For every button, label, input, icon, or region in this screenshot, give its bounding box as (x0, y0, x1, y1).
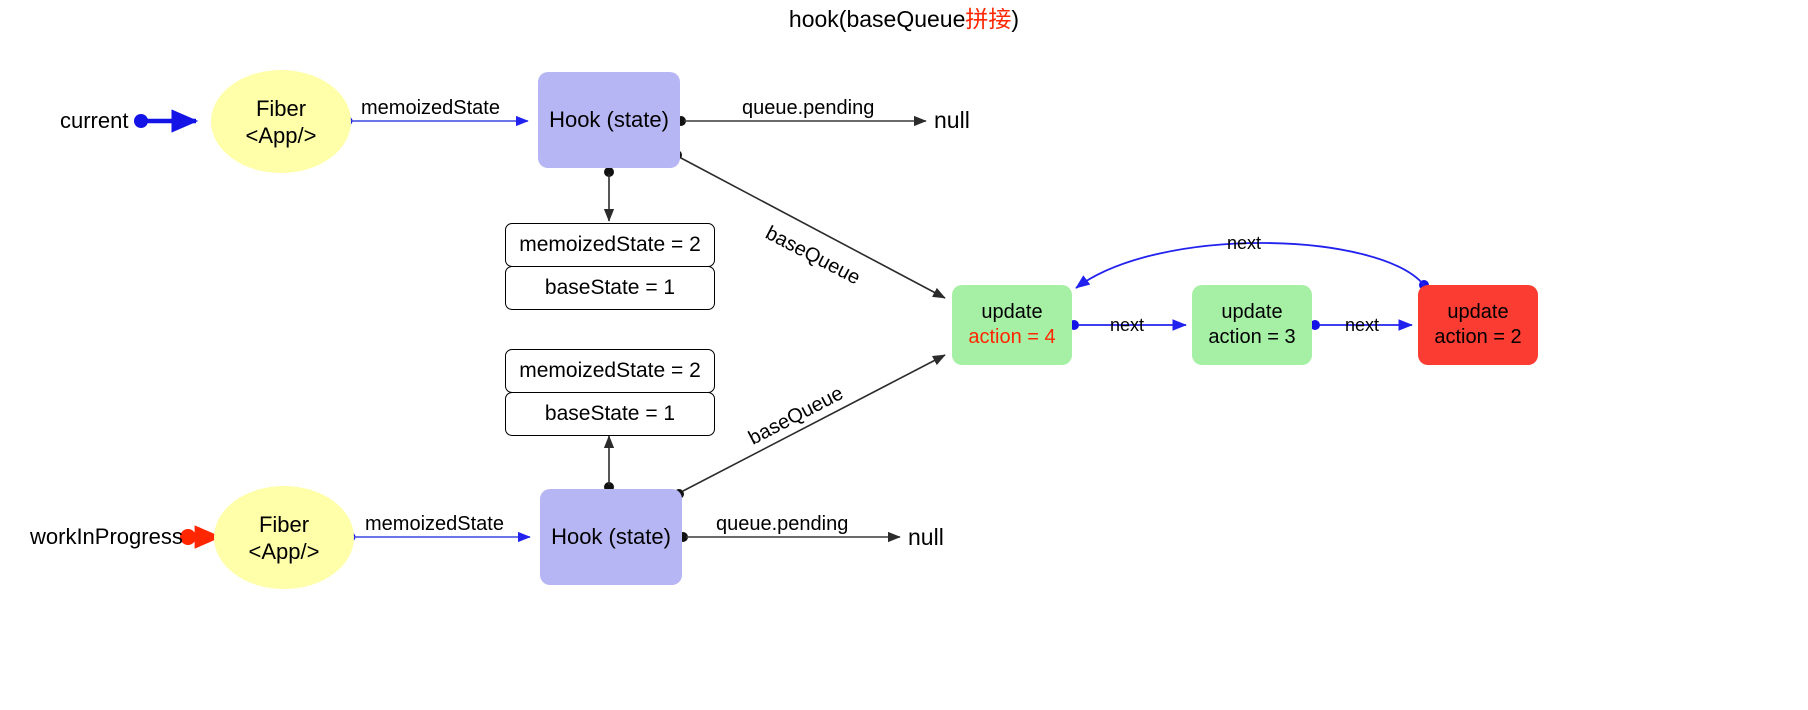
state-row-basestate: baseState = 1 (505, 266, 715, 310)
title-chinese: 拼接 (965, 6, 1012, 32)
update-node-1: update action = 3 (1192, 285, 1312, 365)
edge-label-next-0: next (1110, 315, 1145, 335)
update-action: action = 2 (1434, 326, 1522, 348)
workinprogress-source-label: workInProgress (30, 524, 183, 549)
state-row-basestate: baseState = 1 (505, 392, 715, 436)
state-row-memoizedstate: memoizedState = 2 (505, 349, 715, 393)
fiber-label-line1: Fiber (255, 95, 307, 121)
edge-label-queuepending-current: queue.pending (742, 97, 875, 119)
fiber-node-current: Fiber <App/> (211, 70, 351, 173)
current-source-label: current (60, 108, 129, 133)
update-title: update (1221, 301, 1283, 323)
diagram-title: hook(baseQueue拼接) (0, 6, 1808, 32)
update-title: update (981, 301, 1043, 323)
edge-label-next-1: next (1345, 315, 1380, 335)
fiber-label-line1: Fiber (258, 511, 310, 537)
edge-label-memoizedstate-current: memoizedState (361, 97, 500, 119)
update-title: update (1447, 301, 1509, 323)
null-target-workinprogress: null (908, 524, 944, 550)
state-table-current: memoizedState = 2 baseState = 1 (505, 223, 715, 310)
fiber-label-line2: <App/> (245, 122, 317, 148)
update-node-2: update action = 2 (1418, 285, 1538, 365)
edge-label-basequeue-current: baseQueue (761, 222, 864, 290)
update-action: action = 4 (968, 326, 1056, 348)
state-row-memoizedstate: memoizedState = 2 (505, 223, 715, 267)
update-action: action = 3 (1208, 326, 1296, 348)
edge-label-basequeue-workinprogress: baseQueue (745, 382, 847, 450)
title-suffix: ) (1011, 6, 1020, 32)
fiber-label-line2: <App/> (248, 538, 320, 564)
title-prefix: hook(baseQueue (788, 6, 966, 32)
edge-label-next-loop: next (1227, 233, 1262, 253)
edge-label-queuepending-workinprogress: queue.pending (716, 513, 849, 535)
null-target-current: null (934, 107, 970, 133)
fiber-node-workinprogress: Fiber <App/> (214, 486, 354, 589)
hook-node-current: Hook (state) (538, 72, 680, 168)
edge-label-memoizedstate-workinprogress: memoizedState (365, 513, 504, 535)
state-table-workinprogress: memoizedState = 2 baseState = 1 (505, 349, 715, 436)
update-node-0: update action = 4 (952, 285, 1072, 365)
hook-node-workinprogress: Hook (state) (540, 489, 682, 585)
